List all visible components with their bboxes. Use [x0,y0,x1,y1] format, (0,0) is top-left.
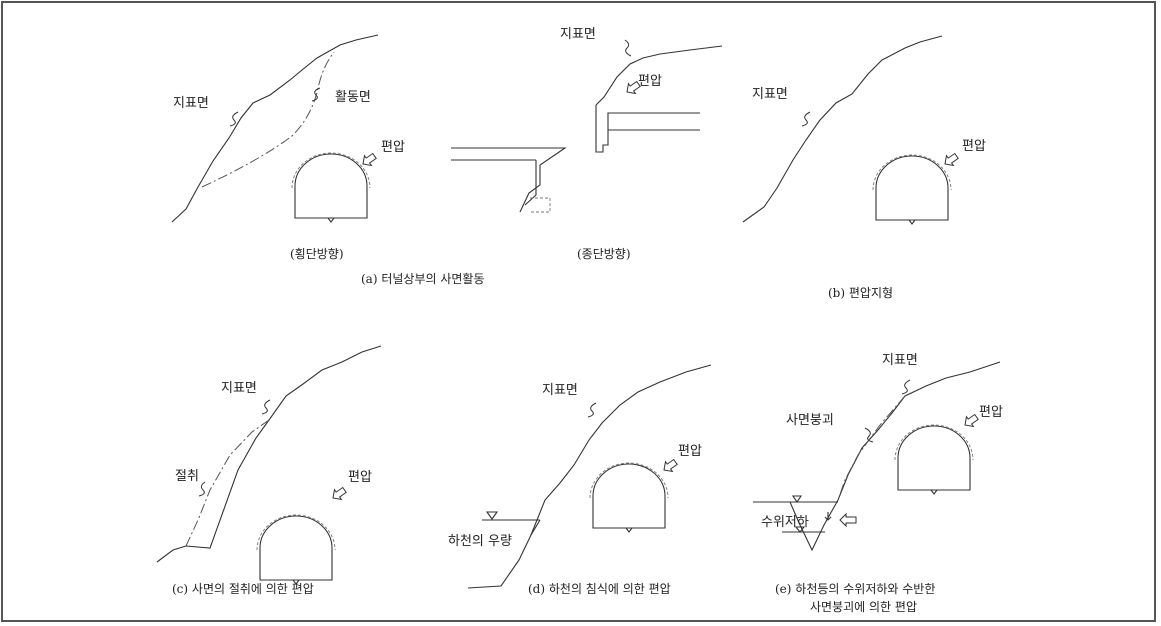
tunnel-b [872,154,952,225]
tunnel-a [291,152,371,223]
label-ground-surface-a: 지표면 [173,96,209,111]
label-ground-surface-d: 지표면 [542,383,578,398]
panel-a-longitudinal-section [451,39,723,213]
caption-a: (a) 터널상부의 사면활동 [361,272,485,286]
label-ground-surface-c: 지표면 [221,381,257,396]
arrow-c [329,484,349,504]
tunnel-e [894,424,974,495]
caption-e-line1: (e) 하천등의 수위저하와 수반한 [775,581,935,596]
panel-d [467,364,712,589]
caption-e-line2: 사면붕괴에 의한 편압 [810,600,917,614]
arrow-e-top [961,411,981,431]
arrow-b [941,150,961,170]
caption-a-long: (종단방향) [577,247,631,261]
arrow-e-bottom [839,512,857,528]
down-arrow-icon [824,512,832,521]
arrow-d [660,456,680,476]
label-uneven-pressure-b: 편압 [962,139,986,154]
caption-a-cross: (횡단방향) [290,247,344,261]
label-ground-surface-e: 지표면 [882,353,918,368]
arrow-a [359,150,379,170]
label-slope-collapse: 사면붕괴 [786,413,834,428]
label-sliding-surface: 활동면 [335,90,371,105]
caption-c: (c) 사면의 절취에 의한 편압 [172,582,314,596]
water-level-marker-e [791,495,803,503]
label-ground-surface-a-long: 지표면 [560,27,596,42]
caption-b: (b) 편압지형 [828,286,893,300]
tunnel-d [589,462,669,533]
label-uneven-pressure-e: 편압 [979,405,1003,420]
panel-e [753,361,1001,552]
label-cutting: 절취 [175,469,199,484]
panel-c [156,345,382,585]
label-uneven-pressure-a: 편압 [381,140,405,155]
label-uneven-pressure-a-long: 편압 [638,74,662,89]
water-level-marker-d [485,511,499,520]
panel-a-cross-section [171,34,379,223]
label-ground-surface-b: 지표면 [752,87,788,102]
label-uneven-pressure-c: 편압 [348,470,372,485]
label-water-level-drop: 수위저하 [761,515,809,530]
label-uneven-pressure-d: 편압 [678,444,702,459]
caption-d: (d) 하천의 침식에 의한 편압 [528,581,671,596]
label-river-stream: 하천의 우량 [448,534,512,549]
tunnel-c [256,514,336,585]
panel-b [742,35,961,225]
